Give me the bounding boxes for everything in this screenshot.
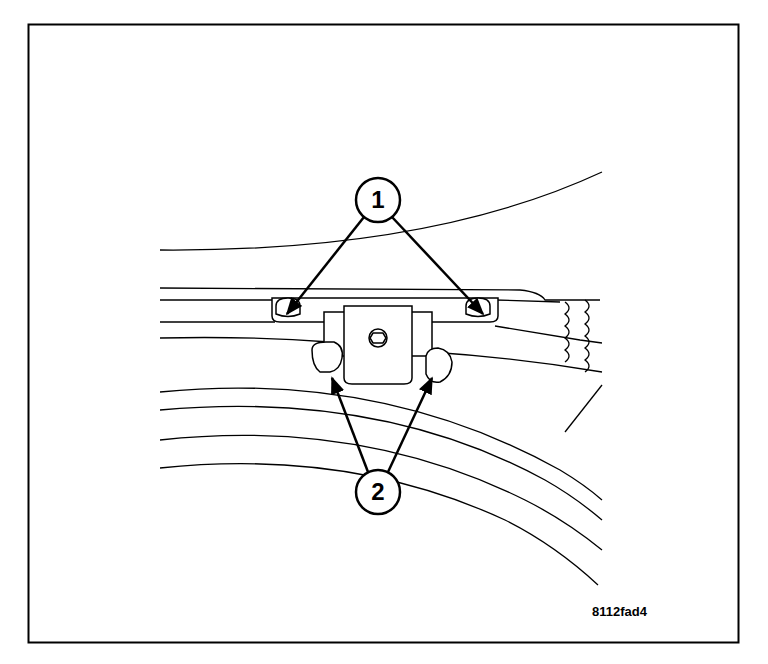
callout-leaders bbox=[287, 178, 483, 514]
vehicle-body bbox=[160, 172, 602, 432]
mount-bracket bbox=[272, 298, 498, 384]
tire bbox=[160, 388, 602, 585]
figure-frame bbox=[29, 25, 739, 643]
figure-id: 8112fad4 bbox=[592, 605, 647, 618]
callout-number: 1 bbox=[371, 188, 384, 212]
callout-number: 2 bbox=[371, 480, 384, 504]
